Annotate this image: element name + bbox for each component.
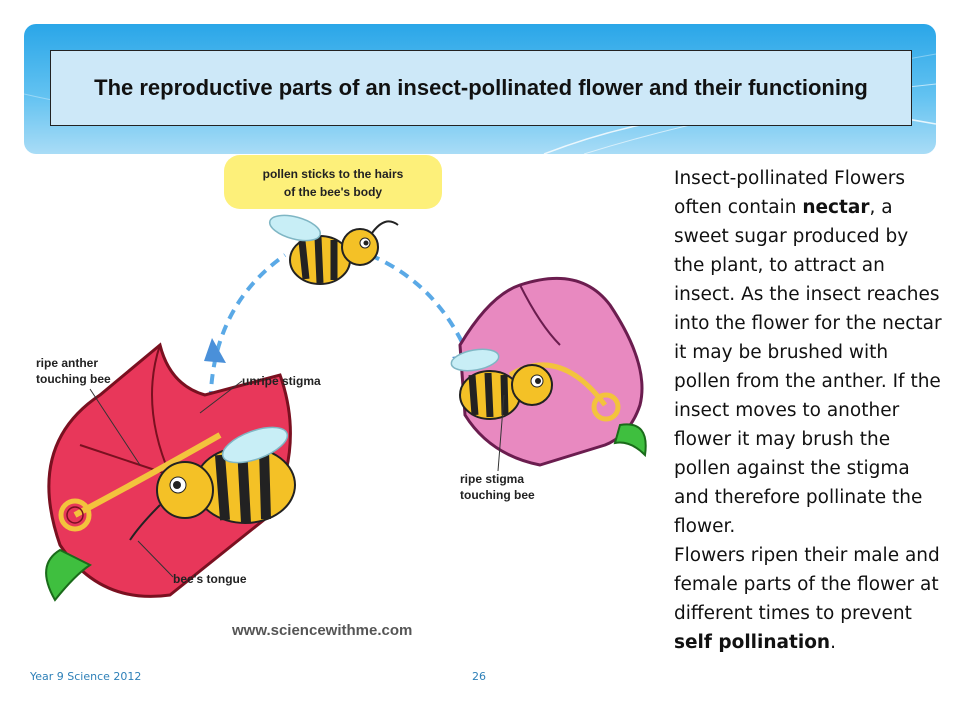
p2-term-self-pollination: self pollination bbox=[674, 632, 831, 653]
pollen-callout: pollen sticks to the hairs of the bee's … bbox=[224, 155, 442, 209]
bee-in-pink-flower bbox=[450, 348, 553, 420]
slide-title: The reproductive parts of an insect-poll… bbox=[94, 75, 868, 100]
pollination-diagram: pollen sticks to the hairs of the bee's … bbox=[36, 155, 647, 639]
bee-on-red-flower bbox=[129, 426, 296, 541]
label-ripe-anther-1: ripe anther bbox=[36, 356, 98, 370]
explanation-paragraph-1: Insect-pollinated Flowers often contain … bbox=[674, 164, 942, 541]
label-unripe-stigma: unripe stigma bbox=[242, 374, 321, 388]
label-ripe-anther-2: touching bee bbox=[36, 372, 111, 386]
diagram-credit: www.sciencewithme.com bbox=[231, 622, 412, 639]
pink-flower-sepal bbox=[613, 423, 647, 458]
explanation-paragraph-2: Flowers ripen their male and female part… bbox=[674, 541, 942, 657]
label-ripe-stigma-2: touching bee bbox=[460, 488, 535, 502]
footer-course: Year 9 Science 2012 bbox=[30, 670, 142, 683]
p2-text-a: Flowers ripen their male and female part… bbox=[674, 545, 940, 624]
slide-title-box: The reproductive parts of an insect-poll… bbox=[50, 50, 912, 126]
p1-term-nectar: nectar bbox=[802, 197, 870, 218]
red-flower-sepal bbox=[45, 548, 92, 602]
callout-line-2: of the bee's body bbox=[284, 185, 383, 199]
diagram-labels: ripe anther touching bee unripe stigma r… bbox=[36, 356, 535, 639]
explanation-text: Insect-pollinated Flowers often contain … bbox=[674, 164, 942, 657]
p1-text-a: Insect-pollinated Flowers often contain bbox=[674, 168, 905, 218]
p2-text-c: . bbox=[830, 632, 836, 653]
red-flower-stamen bbox=[73, 432, 222, 518]
label-bee-tongue: bee's tongue bbox=[173, 572, 247, 586]
callout-line-1: pollen sticks to the hairs bbox=[263, 167, 404, 181]
arrow-head-up bbox=[204, 338, 226, 363]
footer-page-number: 26 bbox=[472, 670, 486, 683]
label-ripe-stigma-1: ripe stigma bbox=[460, 472, 524, 486]
p1-text-c: , a sweet sugar produced by the plant, t… bbox=[674, 197, 942, 537]
flying-bee bbox=[268, 214, 399, 285]
pink-flower bbox=[458, 276, 647, 467]
